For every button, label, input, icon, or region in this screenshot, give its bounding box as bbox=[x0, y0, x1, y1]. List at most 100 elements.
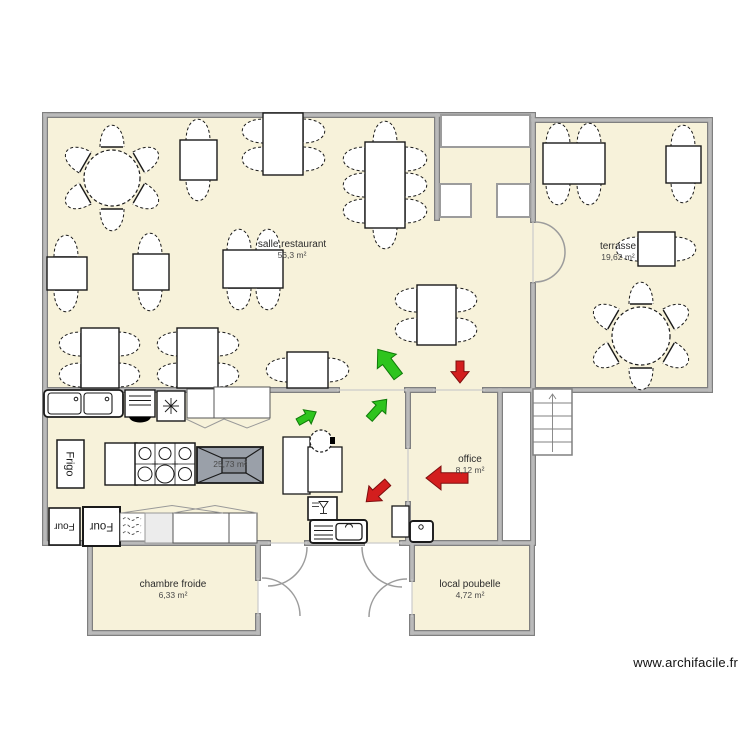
burner[interactable] bbox=[138, 447, 152, 460]
burner[interactable] bbox=[158, 447, 172, 460]
table[interactable] bbox=[665, 145, 702, 184]
glass-washer[interactable] bbox=[307, 496, 338, 521]
hood-line[interactable] bbox=[245, 446, 264, 459]
door-swing[interactable] bbox=[261, 577, 301, 617]
counter[interactable] bbox=[228, 512, 258, 544]
cupboard-mark[interactable] bbox=[172, 504, 258, 514]
dishwasher[interactable] bbox=[119, 512, 146, 542]
door-swing[interactable] bbox=[368, 578, 408, 618]
table[interactable] bbox=[262, 112, 304, 176]
table-round[interactable] bbox=[83, 149, 141, 207]
flow-arrow-red[interactable] bbox=[425, 465, 469, 491]
pillar[interactable] bbox=[439, 183, 472, 218]
door-swing[interactable] bbox=[534, 221, 566, 253]
hood-line[interactable] bbox=[196, 472, 223, 484]
prep-table[interactable] bbox=[307, 446, 343, 493]
dishwasher-icon[interactable] bbox=[122, 517, 142, 521]
cabinet[interactable] bbox=[391, 505, 410, 538]
chair-seat bbox=[59, 332, 81, 356]
sink-basin[interactable] bbox=[83, 392, 113, 415]
counter[interactable] bbox=[172, 512, 230, 544]
chair-seat bbox=[373, 121, 397, 143]
counter[interactable] bbox=[144, 512, 174, 544]
table[interactable] bbox=[364, 141, 406, 229]
chair-back bbox=[670, 180, 696, 204]
cupboard-mark[interactable] bbox=[185, 418, 225, 429]
dishwasher-icon[interactable] bbox=[122, 531, 142, 535]
table[interactable] bbox=[132, 253, 170, 291]
flow-arrow-green[interactable] bbox=[363, 393, 394, 424]
sink-tap[interactable] bbox=[104, 396, 110, 402]
oven[interactable] bbox=[48, 507, 81, 546]
sink-basin[interactable] bbox=[335, 522, 363, 541]
hood-line[interactable] bbox=[245, 472, 264, 484]
chair[interactable] bbox=[662, 298, 694, 331]
flow-arrow-green[interactable] bbox=[368, 342, 407, 383]
table[interactable] bbox=[222, 249, 284, 289]
chair-back bbox=[226, 228, 252, 252]
hood-center[interactable] bbox=[221, 457, 247, 474]
chair[interactable] bbox=[60, 141, 92, 174]
table[interactable] bbox=[637, 231, 676, 267]
chair[interactable] bbox=[588, 341, 620, 374]
flow-arrow-red[interactable] bbox=[360, 475, 395, 509]
chair-seat bbox=[138, 289, 162, 311]
flow-arrow-green[interactable] bbox=[294, 405, 320, 429]
door-swing[interactable] bbox=[534, 251, 566, 283]
counter[interactable] bbox=[213, 386, 271, 419]
chair-seat bbox=[54, 235, 78, 257]
dishwasher-icon[interactable] bbox=[122, 524, 142, 528]
table[interactable] bbox=[46, 256, 88, 291]
pillar[interactable] bbox=[496, 183, 531, 218]
round-sink[interactable] bbox=[309, 429, 333, 453]
hood-line[interactable] bbox=[196, 446, 223, 459]
chair[interactable] bbox=[662, 341, 694, 374]
sink-basin[interactable] bbox=[47, 392, 82, 415]
fridge[interactable] bbox=[56, 439, 85, 489]
chair[interactable] bbox=[628, 367, 654, 391]
flow-arrow-red[interactable] bbox=[449, 360, 471, 384]
glass-washer-icon[interactable] bbox=[318, 501, 329, 509]
table[interactable] bbox=[542, 142, 606, 185]
sink-tap[interactable] bbox=[418, 524, 424, 530]
oven[interactable] bbox=[82, 506, 121, 547]
entry-counter[interactable] bbox=[440, 114, 531, 148]
stair-direction-arrow[interactable] bbox=[548, 393, 557, 400]
prep-table[interactable] bbox=[282, 436, 311, 495]
hand-basin[interactable] bbox=[124, 389, 156, 418]
table[interactable] bbox=[80, 327, 120, 389]
sink-tap[interactable] bbox=[73, 396, 79, 402]
chair[interactable] bbox=[99, 208, 125, 232]
door-swing[interactable] bbox=[361, 546, 403, 588]
island-counter[interactable] bbox=[104, 442, 138, 486]
cupboard-mark[interactable] bbox=[223, 418, 271, 429]
burner[interactable] bbox=[155, 464, 175, 484]
burner[interactable] bbox=[178, 447, 192, 460]
chair[interactable] bbox=[628, 281, 654, 305]
table[interactable] bbox=[416, 284, 457, 346]
table[interactable] bbox=[179, 139, 218, 181]
chair[interactable] bbox=[99, 124, 125, 148]
chair-seat bbox=[227, 288, 251, 310]
chair[interactable] bbox=[132, 141, 164, 174]
chair-seat bbox=[674, 237, 696, 261]
door-swing[interactable] bbox=[267, 546, 308, 587]
sink-tap[interactable] bbox=[345, 523, 353, 528]
chair[interactable] bbox=[132, 182, 164, 215]
chair[interactable] bbox=[588, 298, 620, 331]
chair[interactable] bbox=[60, 182, 92, 215]
snowflake-icon[interactable] bbox=[164, 399, 178, 413]
table[interactable] bbox=[286, 351, 329, 389]
room-name-local-poubelle: local poubelle bbox=[439, 579, 501, 590]
cupboard-mark[interactable] bbox=[120, 504, 224, 514]
table-round[interactable] bbox=[611, 306, 671, 366]
chair-seat bbox=[671, 125, 695, 147]
burner[interactable] bbox=[178, 467, 192, 481]
burner[interactable] bbox=[137, 466, 153, 482]
table[interactable] bbox=[176, 327, 219, 389]
hand-basin-bowl[interactable] bbox=[129, 416, 151, 423]
chair-back bbox=[404, 172, 428, 198]
counter[interactable] bbox=[186, 388, 215, 419]
office-sink[interactable] bbox=[409, 520, 434, 543]
round-sink-tap[interactable] bbox=[330, 437, 335, 444]
